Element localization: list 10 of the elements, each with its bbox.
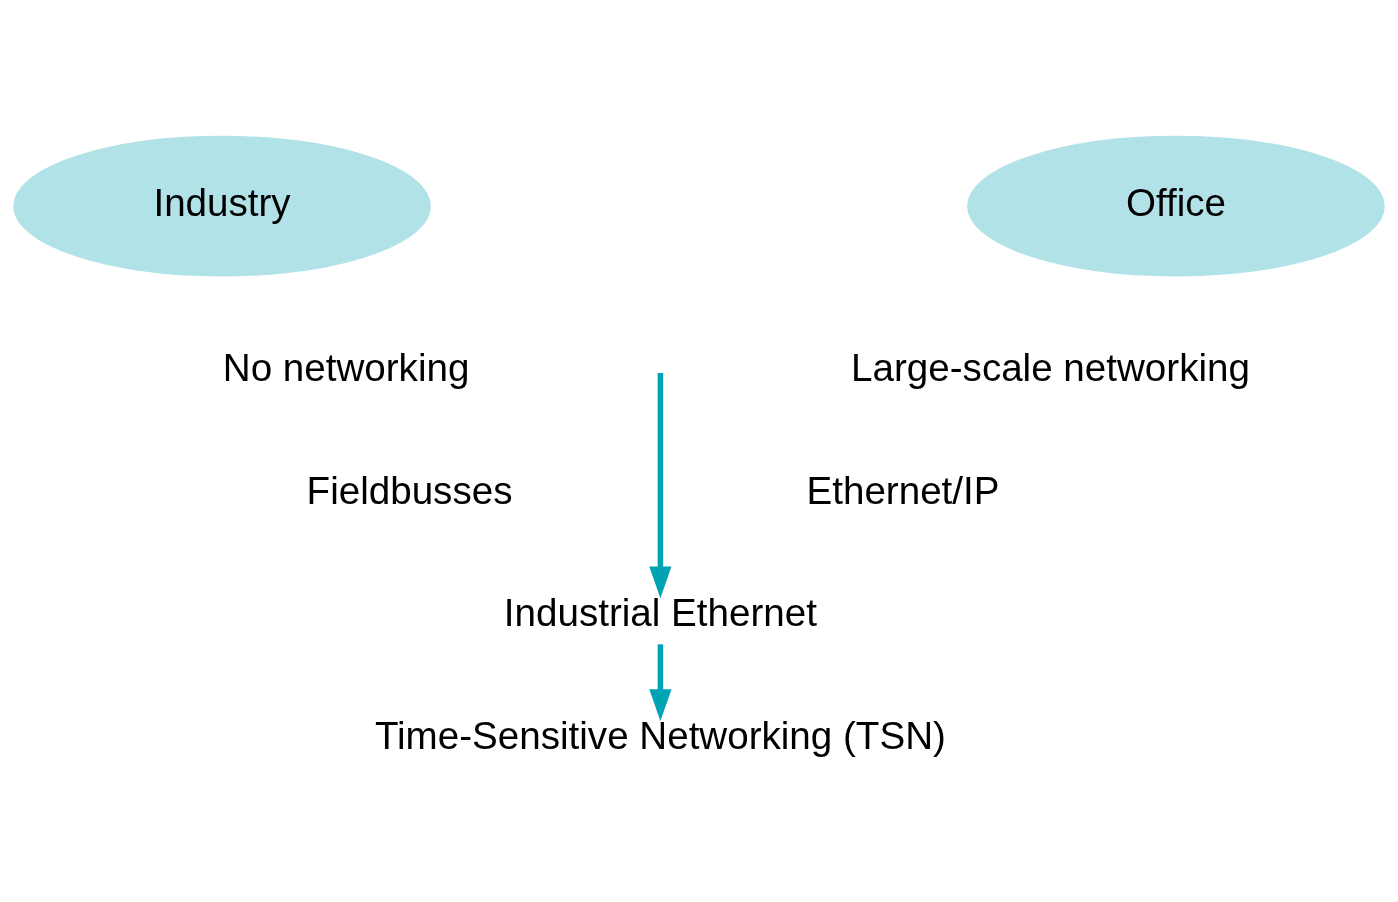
node-ellipse: Industry [13, 135, 431, 276]
arrow [649, 372, 672, 598]
label: No networking [222, 345, 470, 389]
arrow [649, 643, 672, 721]
node-ellipse: Office [967, 135, 1385, 276]
label: Ethernet/IP [806, 468, 1000, 512]
label: Fieldbusses [306, 468, 513, 512]
label: Large-scale networking [851, 345, 1250, 389]
node-text: Time-Sensitive Networking (TSN) [374, 713, 946, 757]
node-text: Industrial Ethernet [503, 590, 817, 634]
